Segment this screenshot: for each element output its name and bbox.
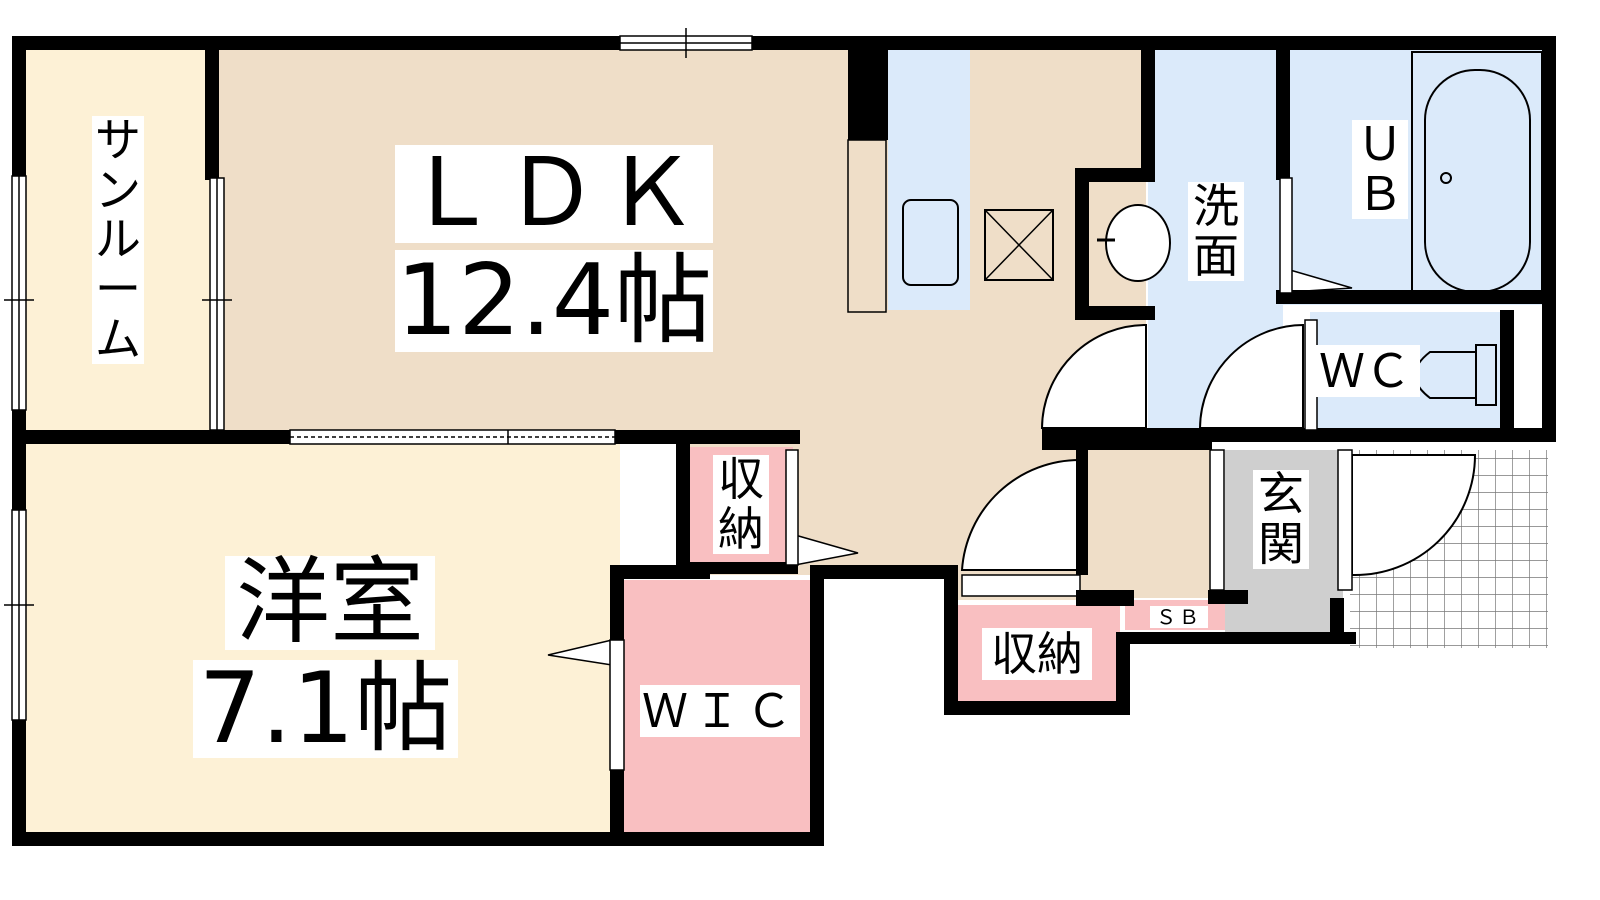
sunroom-char-1: サ	[95, 113, 141, 167]
wc-label: ＷＣ	[1310, 345, 1420, 397]
bedroom-size-label: 7.1帖	[193, 660, 458, 758]
storage-upper-char-2: 納	[718, 501, 764, 556]
walls	[12, 36, 1556, 846]
wash-label: 洗 面	[1188, 179, 1244, 283]
sunroom-char-2: ン	[95, 162, 141, 217]
genkan-char-1: 玄	[1258, 467, 1304, 521]
wash-basin	[1105, 204, 1171, 282]
kitchen-sink	[902, 199, 959, 286]
sunroom-char-3: ル	[95, 212, 141, 267]
door-hall	[960, 458, 1081, 571]
bath-char-2: Ｂ	[1357, 166, 1403, 221]
wash-char-1: 洗	[1193, 179, 1239, 233]
sunroom-char-4: ー	[95, 262, 141, 317]
bedroom-name-label: 洋室	[225, 556, 435, 650]
bath-label: Ｕ Ｂ	[1352, 117, 1408, 221]
door-entrance	[1351, 454, 1477, 577]
storage-upper-char-1: 収	[718, 452, 764, 506]
door-wc	[1198, 323, 1304, 429]
wic-label: ＷＩＣ	[640, 684, 800, 738]
bath-floor	[1283, 45, 1548, 305]
windows	[4, 28, 1353, 771]
kitchen-counter	[888, 48, 970, 310]
shoebox-label: ＳＢ	[1150, 606, 1208, 628]
bath-char-1: Ｕ	[1357, 117, 1403, 171]
ldk-size-label: 12.4帖	[395, 244, 713, 358]
genkan-label: 玄 関	[1253, 467, 1309, 571]
wash-char-2: 面	[1193, 228, 1239, 283]
ldk-name-label: ＬＤＫ	[395, 145, 713, 243]
door-wash	[1040, 323, 1147, 429]
genkan-char-2: 関	[1258, 516, 1304, 571]
refrigerator-space	[984, 209, 1054, 281]
sunroom-char-5: ム	[95, 311, 141, 366]
sunroom-label: サ ン ル ー ム	[92, 113, 144, 366]
toilet-tank	[1475, 344, 1497, 406]
storage-lower-label: 収納	[982, 628, 1092, 680]
hall-floor	[1088, 450, 1218, 598]
storage-upper-label: 収 納	[713, 452, 769, 556]
door-storage-lower	[961, 574, 1081, 597]
